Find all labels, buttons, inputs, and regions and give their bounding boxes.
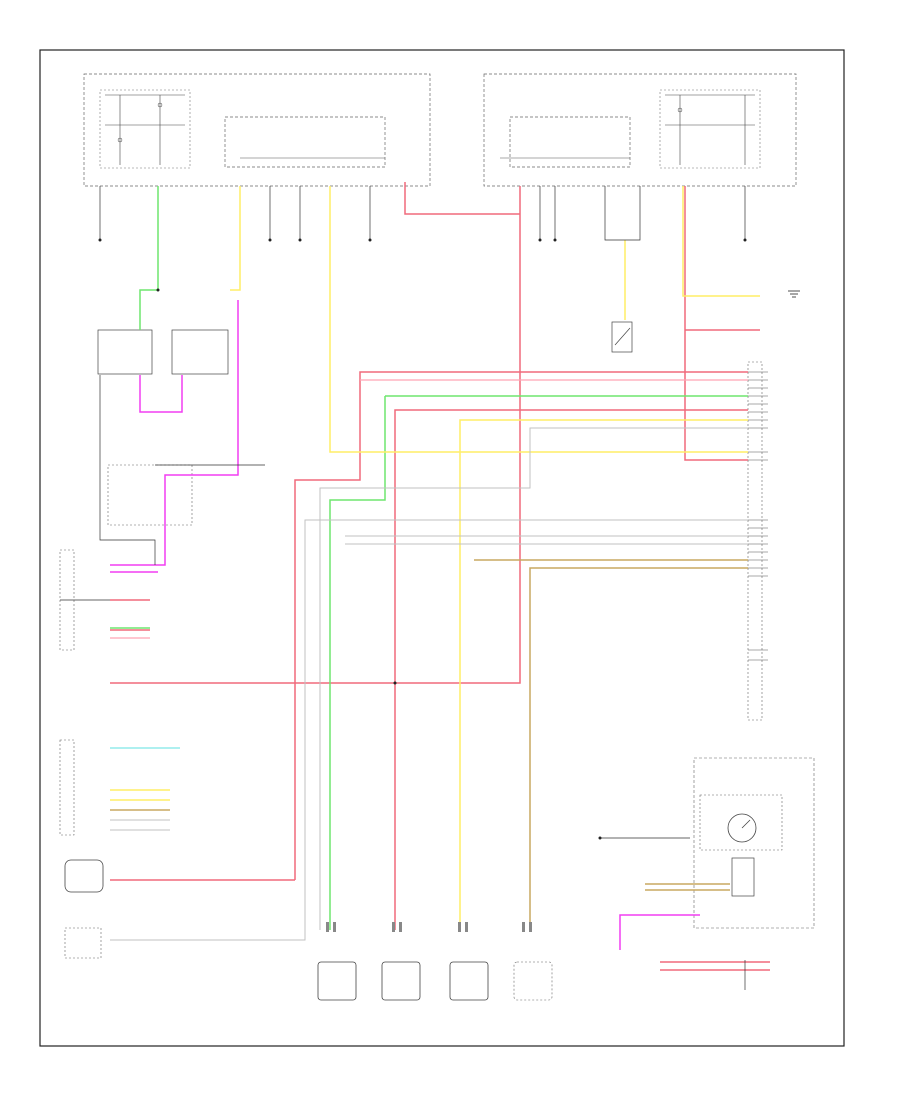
sensor-connector-pins (326, 922, 532, 932)
tan-wires (110, 559, 748, 930)
magenta-wires (110, 300, 700, 950)
red-wires (110, 182, 770, 971)
black-wires (60, 186, 746, 990)
sensor-box-4 (513, 961, 553, 1001)
ecu-pin-ticks (748, 371, 768, 661)
right-junction-block (483, 73, 797, 187)
buzzer-switch-icon (611, 321, 633, 353)
left-connector-strip-2 (59, 739, 75, 836)
terminal-dots (98, 238, 747, 840)
front-left-corner-sensor-box (64, 927, 102, 959)
ecu-connector (747, 361, 763, 721)
speedometer-gauge-icon (727, 813, 757, 843)
pink-wires (110, 379, 748, 639)
yellow-wires (110, 186, 760, 930)
sensor-box-3 (449, 961, 489, 1001)
speedometer-frame (699, 794, 783, 851)
instrument-cluster-block (693, 757, 815, 929)
left-relay-component (97, 329, 153, 375)
cluster-sub-module (731, 857, 755, 897)
gray-wires (110, 427, 748, 941)
diagram-frame (39, 49, 845, 1047)
left-switch-component (171, 329, 229, 375)
sensor-box-2 (381, 961, 421, 1001)
left-junction-block (83, 73, 431, 187)
front-left-sensor-box (64, 859, 104, 893)
left-module-box (107, 464, 193, 526)
ground-symbol-icon (788, 290, 800, 298)
sensor-box-1 (317, 961, 357, 1001)
green-wires (110, 186, 748, 930)
